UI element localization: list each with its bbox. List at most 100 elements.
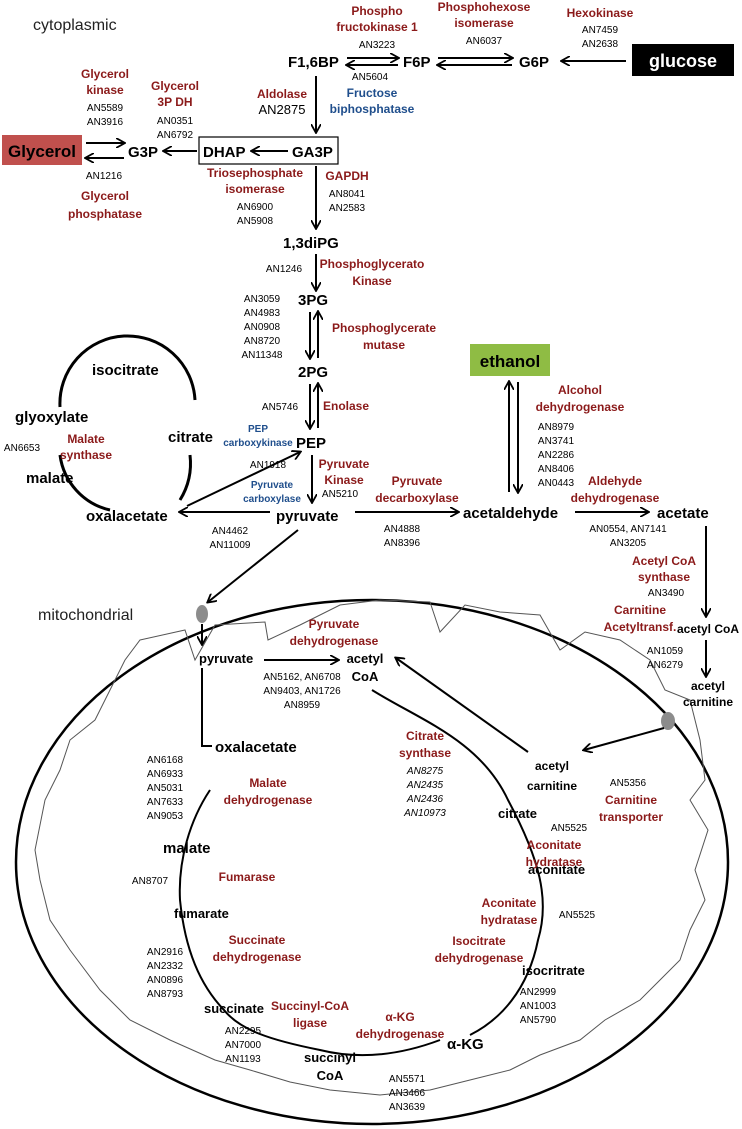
aldolase-gene: AN2875 [259, 102, 306, 117]
pgk-gene: AN1246 [266, 264, 303, 275]
f16bp-label: F1,6BP [288, 54, 339, 71]
oxalacetate-label: oxalacetate [86, 508, 168, 525]
pyruvate-to-mito-arrow [208, 529, 299, 602]
glyoxylate-cycle-arc-right [178, 454, 192, 501]
pyruvate-transporter [196, 605, 208, 623]
f6p-label: F6P [403, 54, 431, 71]
carnitine-transporter-gene: AN5356 [610, 778, 647, 789]
pepck-gene: AN1918 [250, 460, 287, 471]
fumarase-gene: AN8707 [132, 876, 169, 887]
glucose-label: glucose [649, 51, 717, 71]
mito-succinate-label: succinate [204, 1001, 264, 1016]
hexokinase-enzyme: Hexokinase [567, 6, 634, 20]
ethanol-label: ethanol [480, 352, 540, 371]
glyoxylate-cycle-arc-top [58, 334, 197, 408]
3pg-label: 3PG [298, 292, 328, 309]
acetate-label: acetate [657, 505, 709, 522]
mito-pyruvate-label: pyruvate [199, 651, 253, 666]
mito-aconitate-label: aconitate [528, 862, 585, 877]
glyoxylate-cycle-arc-bottom [58, 454, 111, 512]
pyruvate-to-oxalacetate-line [201, 668, 212, 747]
pfk-gene: AN3223 [359, 40, 396, 51]
gapdh-enzyme: GAPDH [325, 169, 368, 183]
g3p-label: G3P [128, 144, 158, 161]
mito-malate-label: malate [163, 840, 211, 857]
acetyl-coa-cyt-label: acetyl CoA [677, 622, 739, 636]
malate-label: malate [26, 470, 74, 487]
aco1-gene: AN5525 [551, 823, 588, 834]
mitochondrial-label: mitochondrial [38, 607, 133, 624]
oxalacetate-to-pep-arrow [186, 452, 300, 507]
pep-label: PEP [296, 435, 326, 452]
acs-gene: AN3490 [648, 588, 685, 599]
pyruvate-label: pyruvate [276, 508, 339, 525]
tca-cycle-ring [178, 689, 544, 1057]
enolase-enzyme: Enolase [323, 399, 369, 413]
aco2-gene: AN5525 [559, 910, 596, 921]
acetaldehyde-label: acetaldehyde [463, 505, 558, 522]
fbp-gene: AN5604 [352, 72, 389, 83]
glycerol-label: Glycerol [8, 142, 76, 161]
glucose-box [632, 44, 734, 76]
pk-gene: AN5210 [322, 489, 359, 500]
ethanol-box [470, 344, 550, 376]
glycerol-box [2, 135, 82, 165]
mito-fumarate-label: fumarate [174, 906, 229, 921]
cytoplasmic-label: cytoplasmic [33, 17, 117, 34]
fumarase-enzyme: Fumarase [219, 870, 276, 884]
enolase-gene: AN5746 [262, 402, 299, 413]
glyoxylate-label: glyoxylate [15, 409, 88, 426]
acetylcarnitine-to-acetylcoa-arrow [396, 658, 529, 753]
ga3p-label: GA3P [292, 144, 333, 161]
mito-citrate-label: citrate [498, 806, 537, 821]
malate-synthase-gene: AN6653 [4, 443, 41, 454]
mitochondrion-cristae-membrane [34, 599, 709, 1096]
acetylcarnitine-import-arrow [584, 727, 665, 750]
mito-oxalacetate-label: oxalacetate [215, 739, 297, 756]
dhap-label: DHAP [203, 144, 246, 161]
carnitine-transporter-channel [661, 712, 675, 730]
13dipg-label: 1,3diPG [283, 235, 339, 252]
2pg-label: 2PG [298, 364, 328, 381]
